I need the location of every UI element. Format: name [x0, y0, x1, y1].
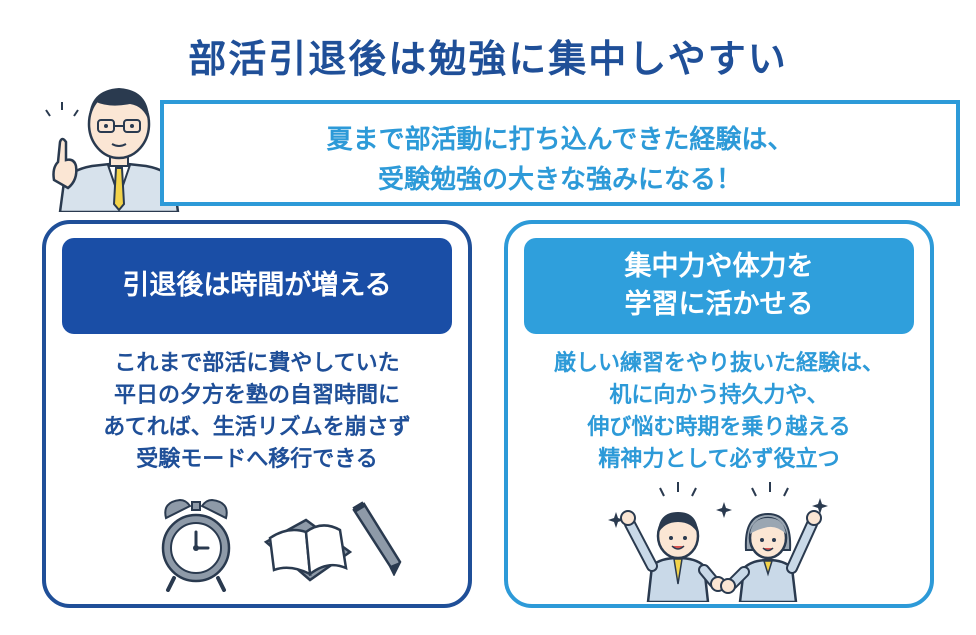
card-heading-text: 集中力や体力を 学習に活かせる — [625, 248, 814, 324]
card-heading: 引退後は時間が増える — [62, 238, 452, 334]
banner-line: 夏まで部活動に打ち込んできた経験は、 — [326, 125, 794, 155]
banner-line: 受験勉強の大きな強みになる！ — [377, 165, 742, 195]
pencil-icon — [352, 501, 402, 576]
intro-banner-text: 夏まで部活動に打ち込んできた経験は、 受験勉強の大きな強みになる！ — [164, 120, 956, 200]
card-heading-line: 集中力や体力を — [624, 251, 814, 282]
card-body-line: 平日の夕方を塾の自習時間に — [113, 383, 400, 408]
card-more-time: 引退後は時間が増える これまで部活に費やしていた 平日の夕方を塾の自習時間に あ… — [42, 220, 472, 608]
card-heading-line: 学習に活かせる — [624, 289, 814, 320]
card-body-line: これまで部活に費やしていた — [114, 351, 400, 376]
teacher-pointing-icon — [45, 88, 180, 212]
card-body-line: 机に向かう持久力や、 — [609, 383, 829, 408]
card-heading-text: 引退後は時間が増える — [122, 270, 392, 301]
card-focus-stamina: 集中力や体力を 学習に活かせる 厳しい練習をやり抜いた経験は、 机に向かう持久力… — [504, 220, 934, 608]
card-body: これまで部活に費やしていた 平日の夕方を塾の自習時間に あてれば、生活リズムを崩… — [46, 348, 468, 476]
open-book-icon — [263, 518, 353, 582]
card-body-line: 伸び悩む時期を乗り越える — [587, 415, 851, 440]
card-body-line: 受験モードへ移行できる — [136, 447, 378, 472]
card-body-line: あてれば、生活リズムを崩さず — [103, 415, 411, 440]
alarm-clock-icon — [161, 498, 231, 592]
cheering-students-icon — [608, 482, 828, 602]
card-body-line: 厳しい練習をやり抜いた経験は、 — [553, 351, 884, 376]
card-heading: 集中力や体力を 学習に活かせる — [524, 238, 914, 334]
page-title: 部活引退後は勉強に集中しやすい — [188, 37, 788, 81]
card-body-line: 精神力として必ず役立つ — [598, 447, 840, 472]
card-body: 厳しい練習をやり抜いた経験は、 机に向かう持久力や、 伸び悩む時期を乗り越える … — [508, 348, 930, 476]
intro-banner: 夏まで部活動に打ち込んできた経験は、 受験勉強の大きな強みになる！ — [160, 100, 960, 206]
